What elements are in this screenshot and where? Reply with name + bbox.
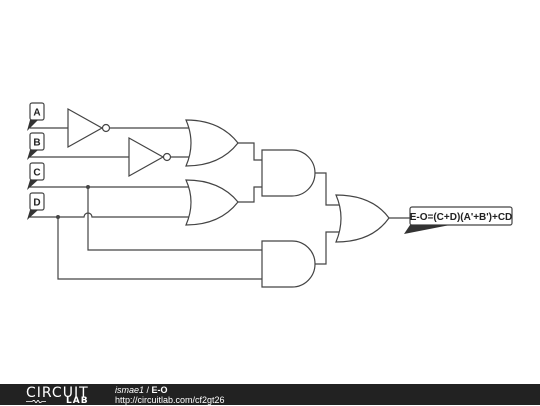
circuit-name: E-O xyxy=(151,385,168,395)
circuit-url-link[interactable]: http://circuitlab.com/cf2gt26 xyxy=(115,395,225,405)
wires xyxy=(30,127,410,280)
input-label-d[interactable]: D xyxy=(27,192,45,220)
schematic-canvas[interactable]: A B C D E-O=(C+D)(A'+B')+CD xyxy=(0,0,540,380)
footer-author-line: ismae1 / E-O xyxy=(115,385,168,395)
input-label-d-text: D xyxy=(33,198,40,209)
input-label-a-text: A xyxy=(33,108,40,119)
or-gate-3[interactable] xyxy=(335,194,390,243)
not-gate-2[interactable] xyxy=(128,136,172,178)
circuitlab-logo-top: CIRCUIT xyxy=(26,385,89,401)
input-label-b-text: B xyxy=(33,138,40,149)
junction-dot-c xyxy=(86,185,90,189)
author-link[interactable]: ismae1 xyxy=(115,385,145,395)
circuitlab-logo-bottom: LAB xyxy=(66,396,89,406)
input-label-c-text: C xyxy=(33,168,40,179)
resistor-logo-icon xyxy=(26,400,46,403)
not-gate-1[interactable] xyxy=(67,107,111,149)
input-label-a[interactable]: A xyxy=(27,102,45,131)
input-label-b[interactable]: B xyxy=(27,132,45,160)
input-label-c[interactable]: C xyxy=(27,162,45,190)
or-gate-2[interactable] xyxy=(185,179,239,226)
output-label-text: E-O=(C+D)(A'+B')+CD xyxy=(410,212,513,223)
junction-dot-d xyxy=(56,215,60,219)
and-gate-1[interactable] xyxy=(261,149,316,197)
and-gate-2[interactable] xyxy=(261,240,316,288)
output-label[interactable]: E-O=(C+D)(A'+B')+CD xyxy=(404,206,513,234)
footer-bar xyxy=(0,384,540,405)
path-separator: / xyxy=(144,385,152,395)
or-gate-1[interactable] xyxy=(185,119,239,167)
